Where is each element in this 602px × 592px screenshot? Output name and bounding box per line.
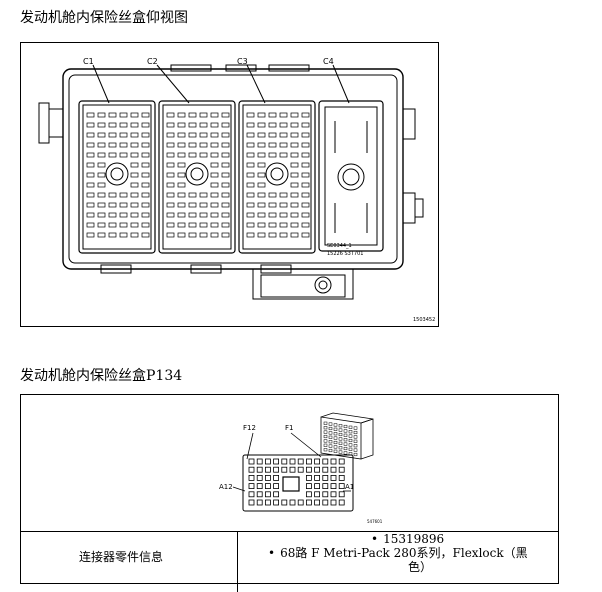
callout-c1: C1	[83, 57, 110, 104]
pin-label-f12: F12	[243, 424, 256, 432]
figure2-id: 547601	[367, 519, 383, 524]
connector-info-table: F12 F1 A12 A1 547601 连接器零件信息 15319896 68…	[20, 394, 559, 592]
fuse-box-bottom-view-figure: C1 C2 C3 C4 SE0344_1 15226 S3T701 150345…	[20, 42, 439, 327]
connector-type: 68路 F Metri-Pack 280系列，Flexlock（黑	[268, 546, 528, 561]
callout-c3: C3	[237, 57, 266, 104]
connector-info-label: 连接器零件信息	[79, 550, 164, 564]
connector-info-value-cell: 15319896 68路 F Metri-Pack 280系列，Flexlock…	[238, 532, 558, 592]
connector-type-continued: 色）	[408, 560, 433, 574]
c4-part-label-2: 15226 S3T701	[327, 251, 363, 257]
connector-info-label-cell: 连接器零件信息	[21, 532, 238, 592]
pin-label-f1: F1	[285, 424, 293, 432]
section-title-connector-p134: 发动机舱内保险丝盒P134	[20, 368, 183, 384]
connector-image-cell: F12 F1 A12 A1 547601	[21, 395, 558, 532]
callout-c2: C2	[147, 57, 190, 104]
pin-label-a12: A12	[219, 483, 233, 491]
figure1-id: 1503452	[413, 317, 435, 323]
page-title-fuse-box-bottom-view: 发动机舱内保险丝盒仰视图	[20, 10, 188, 26]
c4-part-label-1: SE0344_1	[327, 243, 352, 249]
svg-text:C1: C1	[83, 57, 94, 66]
svg-text:C3: C3	[237, 57, 248, 66]
pin-label-a1: A1	[345, 483, 354, 491]
svg-text:C2: C2	[147, 57, 158, 66]
svg-text:C4: C4	[323, 57, 334, 66]
part-number: 15319896	[371, 532, 444, 547]
callout-c4: C4	[323, 57, 350, 104]
